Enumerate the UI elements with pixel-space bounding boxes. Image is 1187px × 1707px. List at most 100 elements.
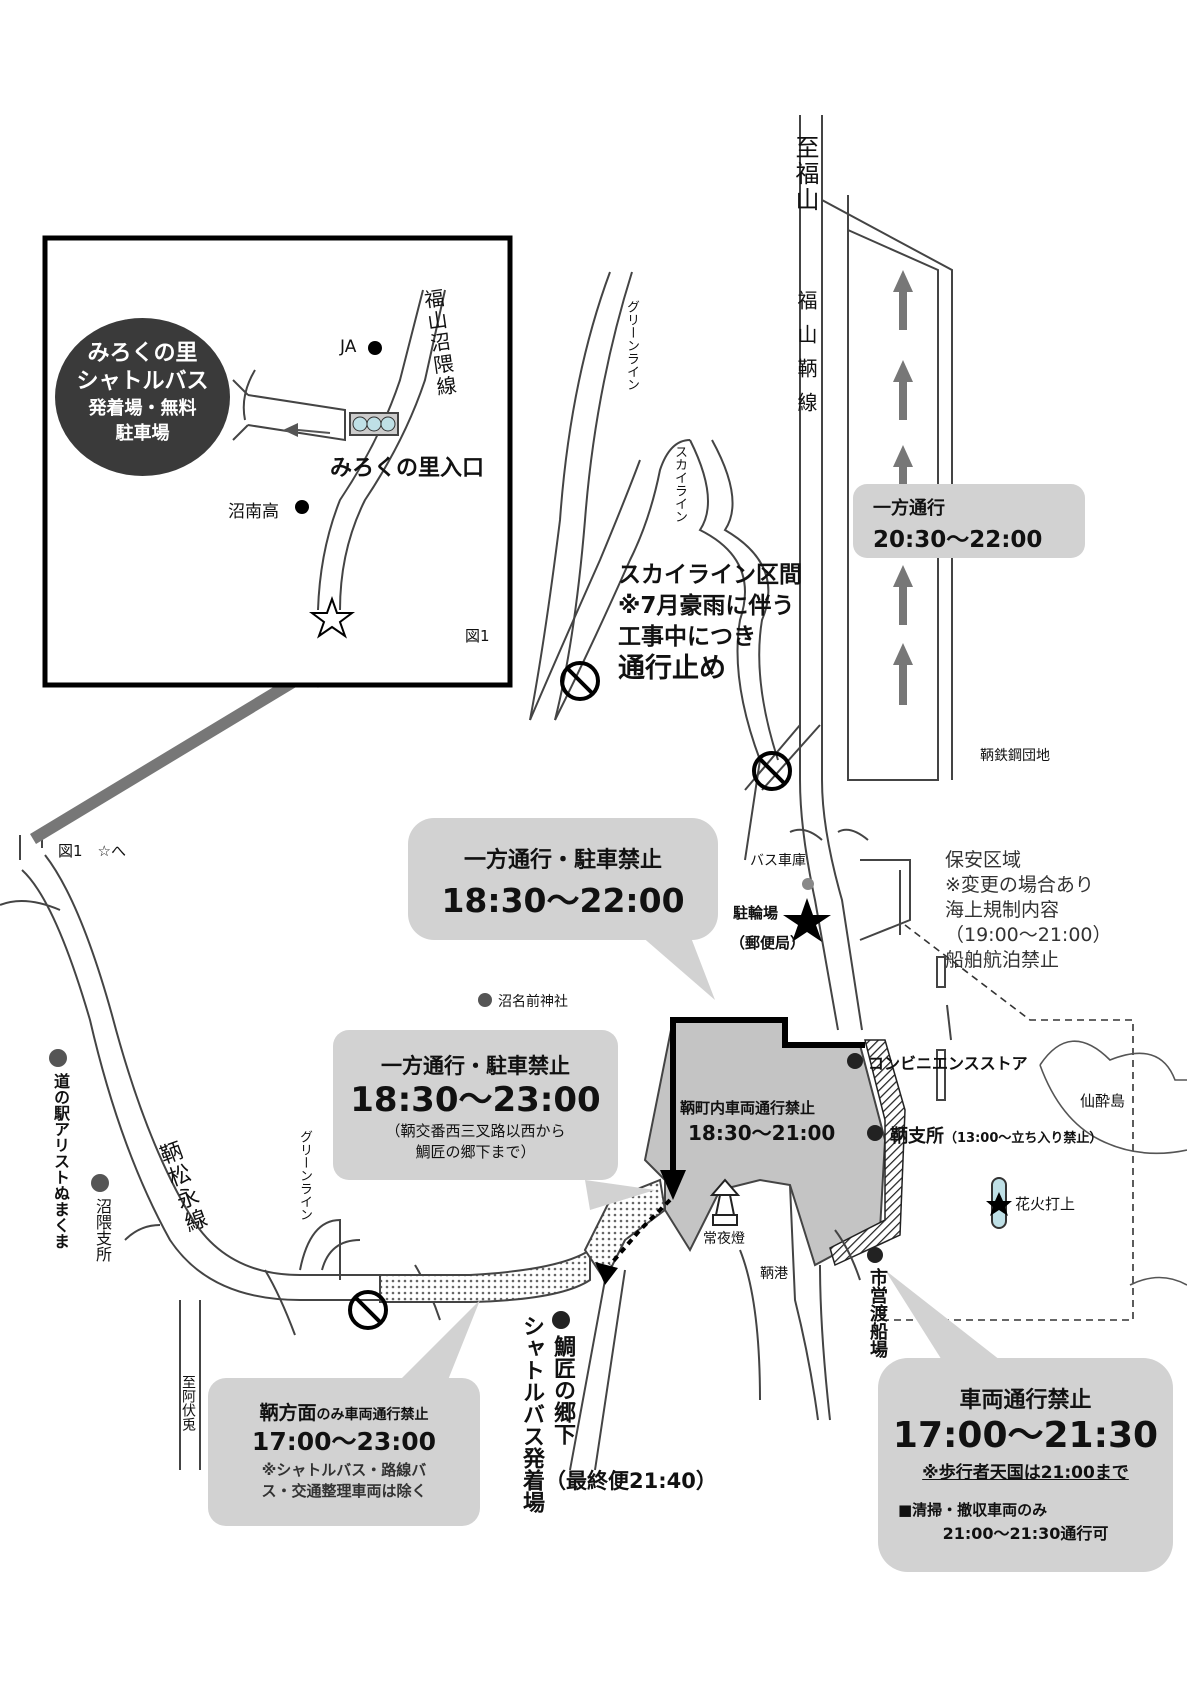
bicycle-parking-label: 駐輪場 [733,904,779,922]
one-way-parking-bubble-mid: 一方通行・駐車禁止 18:30〜22:00 [408,818,718,940]
bus-garage-label: バス車庫 [750,853,806,869]
post-office-label: （郵便局） [730,934,806,952]
bubble-time: 17:00〜23:00 [251,1427,437,1456]
road-break-mark [0,900,61,911]
traffic-signal-icon [349,412,399,436]
coastline [739,1184,861,1421]
michi-no-eki-label: 道の駅アリストぬまくま [51,1073,70,1249]
tomo-zone-time: 18:30〜21:00 [688,1121,836,1145]
bubble-tail [585,1180,655,1210]
numakuma-branch-label: 沼隈支所 [93,1198,112,1262]
shuttle-bus-lot-badge: みろくの里 シャトルバス 発着場・無料 駐車場 [55,318,230,476]
notice-line: ※7月豪雨に伴う [618,593,795,619]
notice-line: 通行止め [618,653,726,684]
bubble-tail [390,1300,480,1400]
security-line: 保安区域 [945,849,1022,871]
bubble-note: ※歩行者天国は21:00まで [922,1463,1129,1483]
bubble-cleanup-time: 21:00〜21:30通行可 [942,1524,1109,1543]
tomo-zone-title: 鞆町内車両通行禁止 [680,1099,816,1117]
no-entry-sign [560,661,600,701]
hatched-closed-road [829,1039,906,1267]
bubble-tail [885,1270,1000,1365]
bubble-title: 一方通行 [873,498,945,519]
bubble-title: 一方通行・駐車禁止 [381,1054,570,1078]
school-marker [295,500,309,514]
road-green-line-top [529,271,633,721]
last-bus-label: （最終便21:40） [545,1469,717,1493]
one-way-bubble-top: 一方通行 20:30〜22:00 [853,484,1085,558]
bubble-note: 鯛匠の郷下まで） [415,1143,536,1161]
road-break-mark [789,828,823,841]
vehicle-ban-bubble: 車両通行禁止 17:00〜21:30 ※歩行者天国は21:00まで ■清掃・撤収… [878,1358,1173,1572]
badge-line: 発着場・無料 [88,398,197,419]
one-way-route-bold [670,1017,865,1180]
place-markers [49,878,883,1329]
one-way-arrowhead [595,1262,618,1285]
notice-line: 工事中につき [618,624,756,650]
road-break-mark [264,1269,296,1336]
branch-note: （13:00〜立ち入り禁止） [944,1131,1103,1146]
badge-line: シャトルバス [76,369,209,394]
port-label: 鞆港 [760,1266,788,1282]
ja-label: JA [340,337,357,357]
road-minor [569,1269,626,1471]
tomo-only-closure-bubble: 鞆方面のみ車両通行禁止 17:00〜23:00 ※シャトルバス・路線バ ス・交通… [208,1378,480,1526]
inset-direction-arrow [283,423,298,437]
bubble-note: ※シャトルバス・路線バ [261,1461,427,1479]
bubble-note: （鞆交番西三叉路以西から [385,1122,566,1140]
inset-roads [232,289,446,611]
road-fukuyama-tomo [799,115,953,1031]
bubble-cleanup: ■清掃・撤収車両のみ [898,1501,1048,1519]
bubble-note: ス・交通整理車両は除く [261,1482,427,1500]
fig-label: 図1 [465,627,490,645]
ferry-terminal-label: 市営渡船場 [867,1268,888,1358]
badge-line: みろくの里 [87,341,198,366]
branch-name: 鞆支所 [890,1126,944,1147]
to-fukuyama-label: 至福山 [791,135,819,213]
no-entry-sign [348,1290,388,1330]
lighthouse-label: 常夜燈 [703,1231,745,1247]
taisho-label: 鯛匠の郷下 [550,1335,575,1445]
ja-marker [368,341,382,355]
fukuyama-tomo-line-label: 福山鞆線 [794,290,818,426]
fireworks-label: 花火打上 [1015,1195,1076,1213]
security-line: 海上規制内容 [945,899,1060,921]
one-way-arrows [893,270,913,705]
one-way-parking-bubble-left: 一方通行・駐車禁止 18:30〜23:00 （鞆交番西三叉路以西から 鯛匠の郷下… [333,1030,618,1180]
title-part: 鞆方面 [259,1402,317,1424]
one-way-route-dotted [608,1198,672,1267]
sensui-island [1039,1040,1187,1286]
bicycle-parking-star [783,898,831,942]
security-zone-text: 保安区域 ※変更の場合あり 海上規制内容 （19:00〜21:00） 船舶航泊禁… [945,848,1112,973]
title-part: のみ [316,1407,345,1423]
road-skyline [529,439,779,861]
entrance-label: みろくの里入口 [330,456,485,481]
title-part: 車両通行禁止 [344,1407,429,1423]
green-line-label: グリーンライン [297,1130,312,1221]
security-line: ※変更の場合あり [945,874,1094,896]
shrine-label: 沼名前神社 [498,994,568,1010]
tekko-label: 鞆鉄鋼団地 [980,748,1050,764]
road-tomo-matsunaga [19,835,380,1470]
road-break-mark [837,828,869,841]
bubble-tail [640,935,715,1000]
to-abushito-label: 至阿伏兎 [180,1375,196,1431]
security-line: 船舶航泊禁止 [945,949,1060,971]
bubble-time: 17:00〜21:30 [892,1415,1159,1456]
no-entry-sign [752,751,792,791]
bubble-time: 18:30〜22:00 [441,881,685,920]
green-line-label: グリーンライン [624,300,639,391]
badge-line: 駐車場 [115,423,170,444]
notice-line: スカイライン区間 [618,562,802,588]
convenience-store-label: コンビニエンスストア [868,1054,1028,1073]
destination-star-icon [309,596,355,639]
sensui-island-label: 仙酔島 [1080,1092,1126,1110]
skyline-notice: スカイライン区間 ※7月豪雨に伴う 工事中につき 通行止め [618,560,802,684]
fig-pointer-label: 図1 ☆へ [58,842,126,860]
tomo-branch-label: 鞆支所（13:00〜立ち入り禁止） [890,1122,1102,1148]
lighthouse-icon [709,1178,741,1226]
pier-markers [936,956,952,1101]
security-line: （19:00〜21:00） [945,924,1112,946]
bubble-time: 18:30〜23:00 [350,1080,601,1120]
school-label: 沼南高 [228,502,279,522]
